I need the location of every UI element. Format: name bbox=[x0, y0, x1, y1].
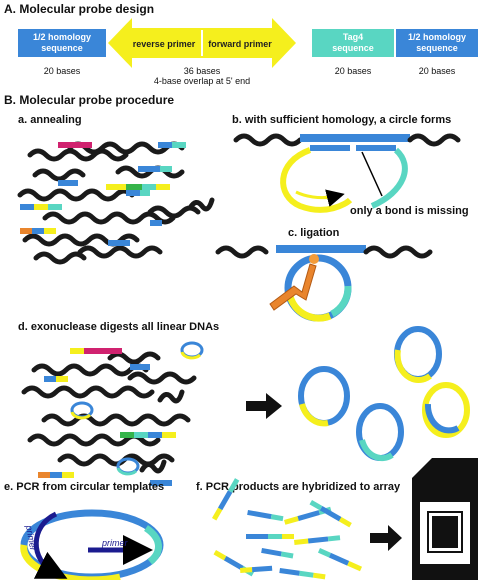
step-d-title: d. exonuclease digests all linear DNAs bbox=[18, 321, 219, 333]
step-f-title: f. PCR products are hybridized to array bbox=[196, 481, 401, 493]
circle-forming bbox=[233, 133, 461, 213]
step-b-title: b. with sufficient homology, a circle fo… bbox=[232, 114, 451, 126]
length-primer: 36 bases bbox=[184, 66, 221, 76]
pcr-products bbox=[212, 478, 363, 580]
length-tag: 20 bases bbox=[335, 66, 372, 76]
pcr-circle bbox=[20, 509, 164, 584]
ligation-circle bbox=[215, 245, 433, 322]
primer-outer-label: primer bbox=[24, 524, 39, 553]
homology-left-label-2: sequence bbox=[41, 43, 83, 53]
section-b-title: B. Molecular probe procedure bbox=[4, 93, 174, 107]
tag-box bbox=[312, 29, 394, 57]
array-chip bbox=[412, 458, 478, 580]
reverse-primer-label: reverse primer bbox=[133, 39, 196, 49]
forward-primer-label: forward primer bbox=[208, 39, 272, 49]
missing-bond-note: only a bond is missing bbox=[350, 205, 469, 217]
digest-arrow bbox=[246, 393, 282, 419]
homology-right-label-2: sequence bbox=[416, 43, 458, 53]
homology-box-left bbox=[18, 29, 106, 57]
homology-right-label-1: 1/2 homology bbox=[408, 32, 466, 42]
step-c-title: c. ligation bbox=[288, 227, 340, 239]
homology-left-label-1: 1/2 homology bbox=[33, 32, 91, 42]
primer-inner-label: primer bbox=[101, 538, 129, 548]
homology-box-right bbox=[396, 29, 478, 57]
annealing-probes bbox=[20, 142, 186, 246]
surviving-circles bbox=[298, 326, 470, 462]
tag-label-1: Tag4 bbox=[343, 32, 363, 42]
step-a-title: a. annealing bbox=[18, 114, 82, 126]
overlap-note: 4-base overlap at 5' end bbox=[154, 76, 250, 86]
annealing-strands bbox=[17, 141, 215, 265]
tag-label-2: sequence bbox=[332, 43, 374, 53]
length-right: 20 bases bbox=[419, 66, 456, 76]
length-left: 20 bases bbox=[44, 66, 81, 76]
hybridize-arrow bbox=[370, 525, 402, 551]
step-e-title: e. PCR from circular templates bbox=[4, 481, 164, 493]
section-a-title: A. Molecular probe design bbox=[4, 2, 154, 16]
digest-mix bbox=[21, 341, 204, 486]
